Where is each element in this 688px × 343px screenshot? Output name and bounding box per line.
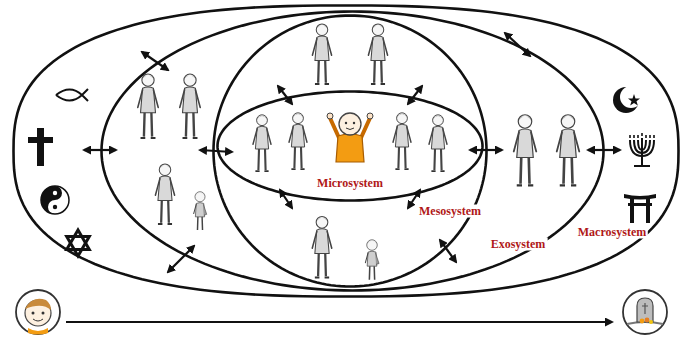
system-ring: Mesosystem Microsystem: [212, 14, 488, 288]
person-figure: [138, 74, 158, 138]
system-ring: MacrosystemExosystem Mesosystem Microsyste…: [12, 4, 680, 298]
system-ring: Microsystem: [216, 90, 484, 202]
person-figure: [557, 115, 580, 186]
menorah-symbol: [630, 133, 654, 166]
baby-figure: [327, 113, 373, 162]
torii-symbol: [624, 194, 656, 223]
child-figure: [365, 240, 379, 280]
ring-border: [14, 6, 679, 297]
system-label: Microsystem: [315, 177, 385, 190]
meso-figures: [312, 24, 387, 280]
yin-yang-symbol: [41, 186, 69, 214]
system-label: Macrosystem: [576, 226, 648, 239]
child-figure: [194, 192, 207, 230]
gravestone-icon: [623, 290, 667, 334]
person-figure: [393, 113, 411, 169]
crescent-symbol: [613, 86, 642, 113]
person-figure: [180, 74, 200, 138]
cross-symbol: [28, 128, 53, 166]
ring-border: [218, 92, 483, 201]
person-figure: [312, 216, 332, 277]
person-figure: [253, 115, 271, 171]
ring-outline: [212, 14, 488, 288]
person-figure: [514, 115, 537, 186]
person-figure: [312, 24, 331, 84]
micro-figures: [253, 113, 447, 171]
fish-symbol: [56, 89, 88, 101]
exo-figures: [138, 74, 579, 230]
ring-border: [214, 16, 487, 287]
system-label: Exosystem: [489, 238, 548, 251]
system-ring: Exosystem Mesosystem Microsystem: [100, 10, 605, 292]
life-arrow: [66, 322, 612, 323]
ring-outline: [12, 4, 680, 298]
person-figure: [155, 164, 174, 224]
system-label: Mesosystem: [417, 205, 483, 218]
baby-face-icon: [16, 290, 60, 335]
person-figure: [289, 113, 307, 169]
ring-border: [102, 12, 604, 291]
person-figure: [429, 115, 447, 171]
interaction-arrows: [84, 33, 620, 272]
person-figure: [368, 24, 387, 84]
